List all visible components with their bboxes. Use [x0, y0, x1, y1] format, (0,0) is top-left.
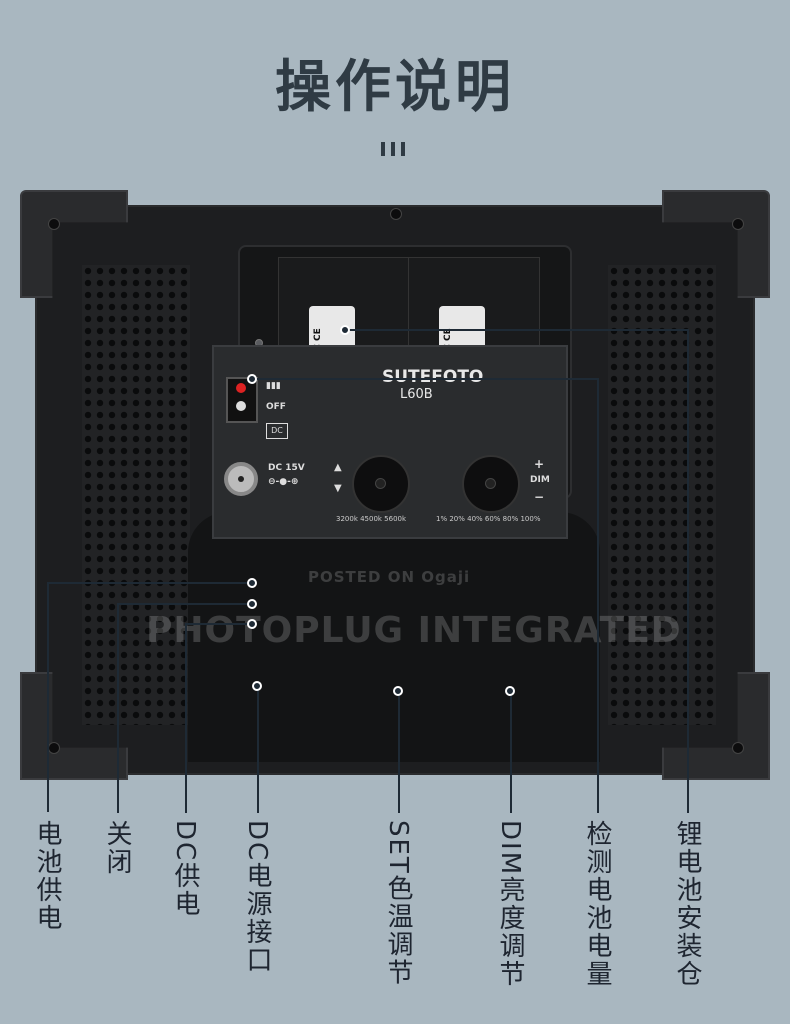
callout-node: [393, 686, 403, 696]
label-off: 关闭: [102, 820, 132, 876]
callout-node: [247, 619, 257, 629]
knob-center: [485, 478, 496, 489]
callout-line: [398, 690, 400, 813]
callout-node: [505, 686, 515, 696]
page-title: 操作说明: [275, 55, 515, 120]
dc-input-label: DC 15V: [268, 463, 305, 473]
plus-icon: +: [534, 457, 545, 471]
dim-label: DIM: [530, 475, 550, 485]
title-divider-icon: [381, 142, 411, 156]
callout-line: [345, 329, 688, 331]
dim-scale: 1% 20% 40% 60% 80% 100%: [436, 515, 541, 523]
model-label: L60B: [400, 387, 433, 402]
dim-knob[interactable]: [462, 455, 520, 513]
watermark: POSTED ON Ogaji: [308, 568, 471, 586]
cct-scale: 3200k 4500k 5600k: [336, 515, 407, 523]
label-battery-power: 电池供电: [32, 820, 62, 932]
decrease-icon: ▼: [334, 483, 342, 494]
callout-line: [185, 623, 187, 813]
callout-line: [257, 685, 259, 813]
label-battery-level: 检测电池电量: [582, 820, 612, 988]
callout-line: [47, 582, 253, 584]
power-switch[interactable]: [226, 377, 258, 423]
off-indicator: [236, 401, 246, 411]
label-dc-power: DC供电: [170, 820, 200, 919]
increase-icon: ▲: [334, 462, 342, 473]
callout-line: [47, 582, 49, 812]
dc-input-jack[interactable]: [224, 462, 258, 496]
battery-mode-indicator: [236, 383, 246, 393]
off-label: OFF: [266, 402, 286, 412]
screw-icon: [732, 742, 744, 754]
light-panel-back: FoHS FC CE FoHS FC CE: [20, 190, 770, 780]
screw-icon: [48, 742, 60, 754]
polarity-icon: ⊖-●-⊕: [268, 477, 299, 487]
vent-grille-left: [82, 265, 190, 725]
label-dc-port: DC电源接口: [242, 820, 272, 975]
control-housing: [188, 512, 600, 762]
callout-node: [247, 599, 257, 609]
callout-node: [247, 374, 257, 384]
screw-icon: [390, 208, 402, 220]
vent-grille-right: [608, 265, 716, 725]
callout-line: [185, 623, 253, 625]
battery-icon: ▮▮▮: [266, 381, 281, 391]
control-panel: SUTEFOTO L60B ▮▮▮ OFF DC DC 15V ⊖-●-⊕ ▲ …: [212, 345, 568, 539]
knob-center: [375, 478, 386, 489]
screw-icon: [48, 218, 60, 230]
minus-icon: −: [534, 490, 545, 504]
dc-label: DC: [266, 423, 288, 439]
callout-node: [247, 578, 257, 588]
callout-node: [340, 325, 350, 335]
callout-line: [252, 378, 598, 380]
callout-line: [117, 603, 253, 605]
label-battery-bay: 锂电池安装仓: [672, 820, 702, 988]
callout-node: [252, 681, 262, 691]
callout-line: [117, 603, 119, 813]
label-set-cct: SET色温调节: [383, 820, 413, 987]
cct-knob[interactable]: [352, 455, 410, 513]
label-dim: DIM亮度调节: [495, 820, 525, 989]
callout-line: [687, 329, 689, 813]
callout-line: [510, 690, 512, 813]
screw-icon: [732, 218, 744, 230]
callout-line: [597, 378, 599, 813]
watermark: PHOTOPLUG INTEGRATED: [146, 610, 682, 651]
brand-logo: SUTEFOTO: [382, 367, 484, 387]
